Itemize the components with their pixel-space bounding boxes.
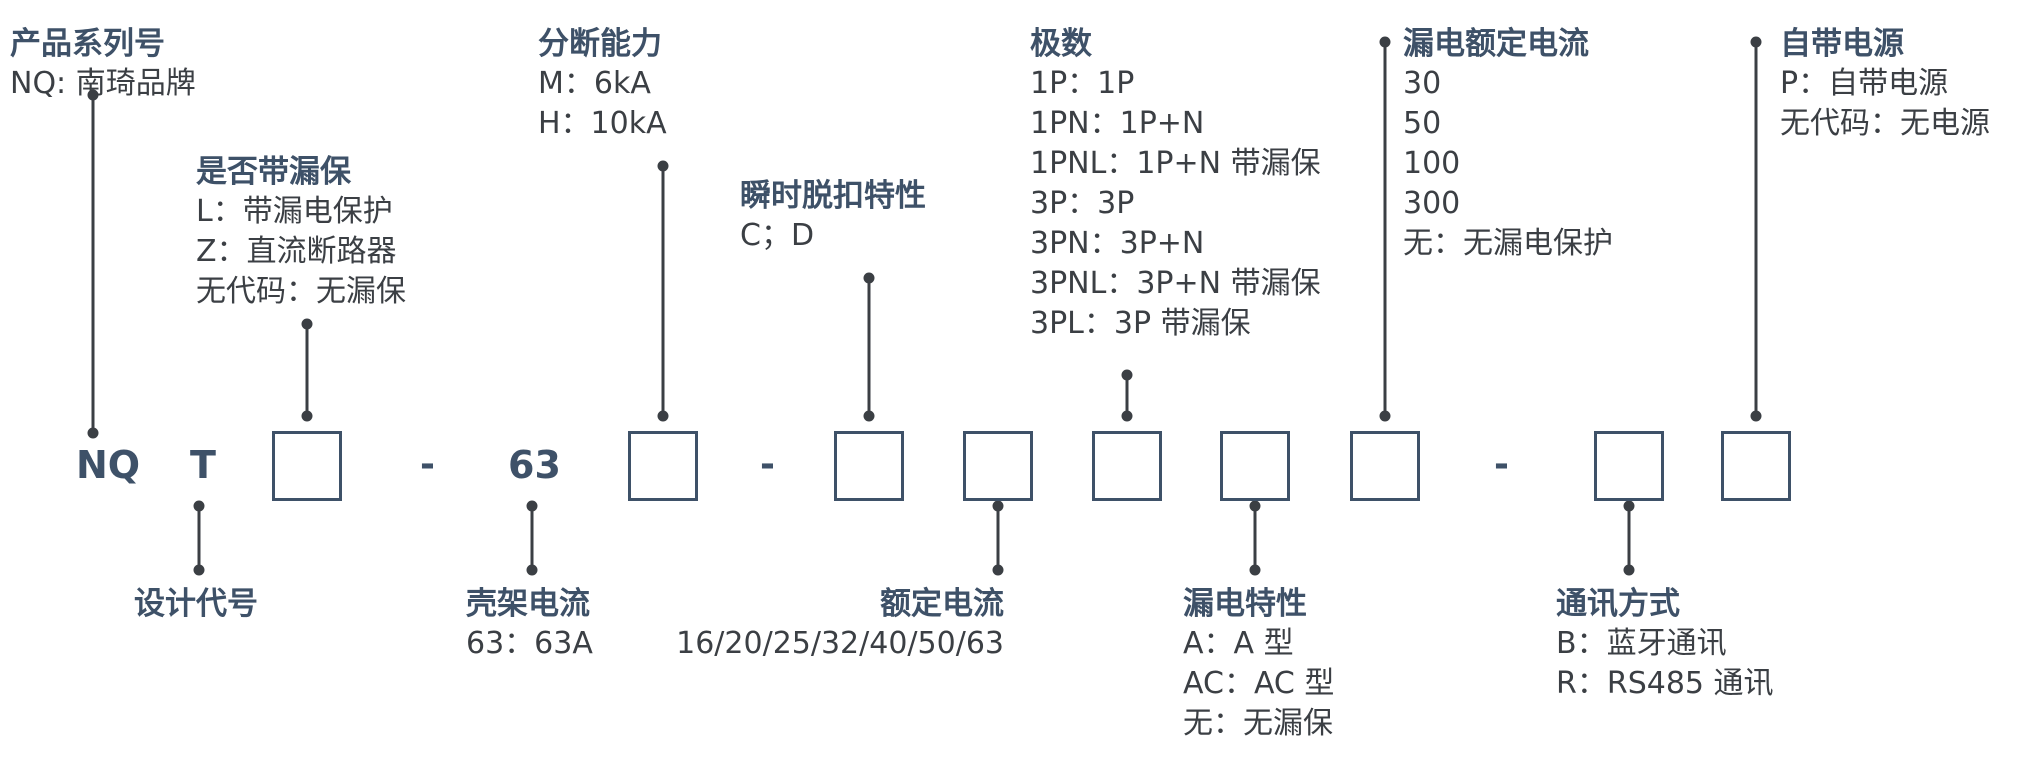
separator-dash: - bbox=[1494, 444, 1509, 485]
annotation-line: C；D bbox=[740, 218, 815, 253]
slot-poles bbox=[1092, 431, 1162, 501]
slot-breaking bbox=[628, 431, 698, 501]
code-frame: 63 bbox=[508, 443, 561, 487]
annotation-line: 3PN：3P+N bbox=[1030, 226, 1205, 261]
annotation-line: R：RS485 通讯 bbox=[1556, 666, 1774, 701]
annotation-title: 极数 bbox=[1030, 26, 1092, 62]
annotation-line: H：10kA bbox=[538, 106, 667, 141]
annotation-line: 100 bbox=[1403, 146, 1461, 181]
annotation-line: 300 bbox=[1403, 186, 1461, 221]
annotation-line: AC：AC 型 bbox=[1183, 666, 1335, 701]
annotation-line: 1PN：1P+N bbox=[1030, 106, 1205, 141]
code-series: NQ bbox=[76, 443, 141, 487]
annotation-line: 1P：1P bbox=[1030, 66, 1135, 101]
annotation-line: 16/20/25/32/40/50/63 bbox=[676, 626, 1004, 661]
annotation-line: 无：无漏保 bbox=[1183, 706, 1333, 741]
annotation-title: 是否带漏保 bbox=[196, 154, 351, 190]
annotation-line: 无：无漏电保护 bbox=[1403, 226, 1613, 261]
annotation-leakage-option: 是否带漏保 L：带漏电保护 Z：直流断路器 无代码：无漏保 bbox=[196, 152, 406, 312]
annotation-power: 自带电源 P：自带电源 无代码：无电源 bbox=[1780, 24, 1990, 144]
slot-rated-leak bbox=[1350, 431, 1420, 501]
annotation-line: 50 bbox=[1403, 106, 1442, 141]
annotation-rated: 额定电流 16/20/25/32/40/50/63 bbox=[668, 584, 1004, 664]
annotation-line: P：自带电源 bbox=[1780, 66, 1949, 101]
annotation-title: 分断能力 bbox=[538, 26, 662, 62]
slot-trip bbox=[834, 431, 904, 501]
annotation-line: 30 bbox=[1403, 66, 1442, 101]
annotation-design: 设计代号 bbox=[134, 584, 258, 624]
annotation-line: NQ: 南琦品牌 bbox=[10, 66, 196, 101]
annotation-line: 3P：3P bbox=[1030, 186, 1135, 221]
annotation-breaking: 分断能力 M：6kA H：10kA bbox=[538, 24, 667, 144]
annotation-line: 无代码：无电源 bbox=[1780, 106, 1990, 141]
annotation-line: A：A 型 bbox=[1183, 626, 1294, 661]
annotation-title: 漏电特性 bbox=[1183, 586, 1307, 622]
annotation-title: 产品系列号 bbox=[10, 26, 165, 62]
annotation-comm: 通讯方式 B：蓝牙通讯 R：RS485 通讯 bbox=[1556, 584, 1774, 704]
annotation-title: 设计代号 bbox=[134, 586, 258, 622]
annotation-line: Z：直流断路器 bbox=[196, 234, 397, 269]
annotation-line: M：6kA bbox=[538, 66, 651, 101]
separator-dash: - bbox=[760, 444, 775, 485]
annotation-title: 瞬时脱扣特性 bbox=[740, 178, 926, 214]
annotation-title: 通讯方式 bbox=[1556, 586, 1680, 622]
annotation-series: 产品系列号 NQ: 南琦品牌 bbox=[10, 24, 196, 104]
annotation-line: 63：63A bbox=[466, 626, 593, 661]
annotation-line: 1PNL：1P+N 带漏保 bbox=[1030, 146, 1321, 181]
annotation-frame: 壳架电流 63：63A bbox=[466, 584, 593, 664]
slot-leak-char bbox=[1220, 431, 1290, 501]
annotation-line: 无代码：无漏保 bbox=[196, 274, 406, 309]
annotation-title: 自带电源 bbox=[1780, 26, 1904, 62]
slot-comm bbox=[1594, 431, 1664, 501]
annotation-line: 3PNL：3P+N 带漏保 bbox=[1030, 266, 1321, 301]
slot-power bbox=[1721, 431, 1791, 501]
code-design: T bbox=[190, 443, 216, 487]
annotation-leak-char: 漏电特性 A：A 型 AC：AC 型 无：无漏保 bbox=[1183, 584, 1334, 744]
annotation-line: B：蓝牙通讯 bbox=[1556, 626, 1727, 661]
annotation-title: 漏电额定电流 bbox=[1403, 26, 1589, 62]
annotation-trip: 瞬时脱扣特性 C；D bbox=[740, 176, 926, 256]
annotation-poles: 极数 1P：1P 1PN：1P+N 1PNL：1P+N 带漏保 3P：3P 3P… bbox=[1030, 24, 1321, 344]
slot-rated bbox=[963, 431, 1033, 501]
annotation-rated-leak: 漏电额定电流 30 50 100 300 无：无漏电保护 bbox=[1403, 24, 1613, 264]
annotation-line: 3PL：3P 带漏保 bbox=[1030, 306, 1251, 341]
annotation-line: L：带漏电保护 bbox=[196, 194, 393, 229]
annotation-title: 额定电流 bbox=[880, 586, 1004, 622]
separator-dash: - bbox=[420, 444, 435, 485]
slot-leakage-option bbox=[272, 431, 342, 501]
annotation-title: 壳架电流 bbox=[466, 586, 590, 622]
